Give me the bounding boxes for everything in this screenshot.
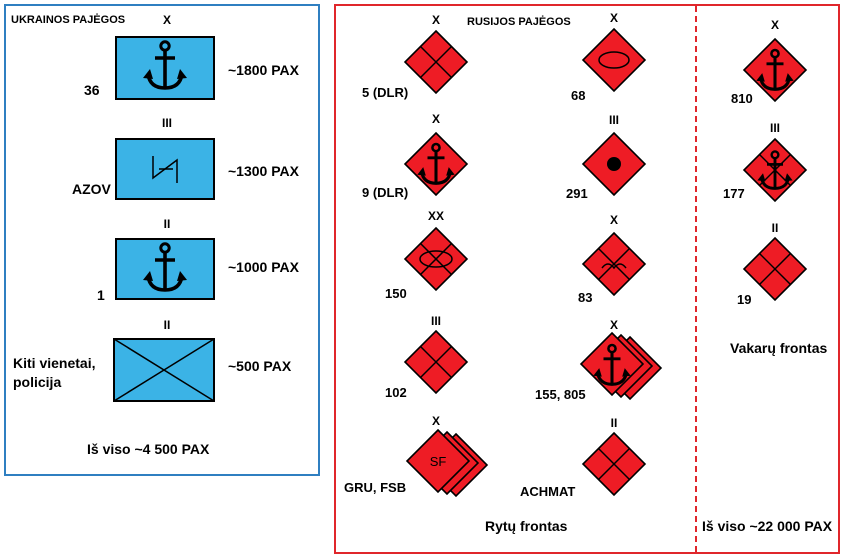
ua-unit-1-symbol <box>115 238 215 300</box>
ua-unit-36-strength: ~1800 PAX <box>228 62 299 78</box>
infantry-cross-icon <box>597 447 631 481</box>
ua-unit-other-label-line2: policija <box>13 374 62 390</box>
ukraine-forces-panel <box>4 4 320 476</box>
russia-total: Iš viso ~22 000 PAX <box>702 518 833 534</box>
ru-unit-grufsb-label: GRU, FSB <box>344 480 407 495</box>
ua-unit-other-label: Kiti vienetai, <box>13 355 96 371</box>
ru-unit-68-label: 68 <box>571 88 586 103</box>
infantry-anchor-icon <box>755 150 795 190</box>
russia-forces-panel <box>334 4 840 554</box>
ru-unit-achmat-echelon: II <box>610 416 618 430</box>
ru-unit-68-symbol <box>580 26 648 94</box>
ru-unit-83-echelon: X <box>609 213 618 227</box>
ua-unit-1-strength: ~1000 PAX <box>228 259 299 275</box>
airborne-icon <box>597 247 631 281</box>
east-front-label: Rytų frontas <box>485 518 568 534</box>
ua-unit-1-label: 1 <box>97 287 105 303</box>
ru-unit-102-symbol <box>402 328 470 396</box>
ua-unit-azov-symbol <box>115 138 215 200</box>
ru-unit-150-echelon: XX <box>427 209 444 223</box>
svg-text:SF: SF <box>430 454 447 469</box>
ru-unit-9dlr-symbol <box>402 130 470 198</box>
ru-unit-177-symbol <box>741 136 809 204</box>
ukraine-total: Iš viso ~4 500 PAX <box>87 441 210 457</box>
front-divider <box>695 6 697 552</box>
ua-unit-azov-label: AZOV <box>72 181 111 197</box>
ua-unit-36-echelon: X <box>162 13 171 27</box>
ru-unit-19-echelon: II <box>771 221 779 235</box>
artillery-dot-icon <box>607 157 621 171</box>
ua-unit-other-strength: ~500 PAX <box>228 358 292 374</box>
ru-unit-155-echelon: X <box>609 318 618 332</box>
ru-unit-19-label: 19 <box>737 292 752 307</box>
ru-unit-9dlr-label: 9 (DLR) <box>362 185 409 200</box>
ua-unit-36-symbol <box>115 36 215 100</box>
ru-unit-19-symbol <box>741 235 809 303</box>
west-front-label: Vakarų frontas <box>730 340 828 356</box>
ru-unit-177-echelon: III <box>769 121 780 135</box>
ua-unit-azov-echelon: III <box>161 116 172 130</box>
ru-unit-291-symbol <box>580 130 648 198</box>
ukraine-title: UKRAINOS PAJĖGOS <box>11 14 126 26</box>
ru-unit-810-label: 810 <box>731 91 753 106</box>
ru-unit-102-label: 102 <box>385 385 407 400</box>
ru-unit-150-label: 150 <box>385 286 407 301</box>
ru-unit-150-symbol <box>402 225 470 293</box>
ru-unit-5dlr-label: 5 (DLR) <box>362 85 409 100</box>
ru-unit-177-label: 177 <box>723 186 745 201</box>
armor-oval-icon <box>598 51 630 69</box>
russia-title: RUSIJOS PAJĖGOS <box>467 16 571 28</box>
mechanized-icon <box>419 242 453 276</box>
stacked-special-forces-icon: SF <box>406 429 488 497</box>
wolfsangel-icon <box>152 156 178 183</box>
ru-unit-68-echelon: X <box>609 11 618 25</box>
ru-unit-291-echelon: III <box>608 113 619 127</box>
infantry-cross-icon <box>419 345 453 379</box>
ua-unit-other-symbol <box>113 338 215 402</box>
ru-unit-155-label: 155, 805 <box>535 387 586 402</box>
ru-unit-291-label: 291 <box>566 186 588 201</box>
ua-unit-36-label: 36 <box>84 82 100 98</box>
ua-unit-other-echelon: II <box>163 318 171 332</box>
ru-unit-5dlr-echelon: X <box>431 13 440 27</box>
ru-unit-5dlr-symbol <box>402 28 470 96</box>
ru-unit-achmat-label: ACHMAT <box>520 484 576 499</box>
infantry-cross-icon <box>419 45 453 79</box>
ua-unit-1-echelon: II <box>163 217 171 231</box>
ru-unit-9dlr-echelon: X <box>431 112 440 126</box>
ua-unit-azov-strength: ~1300 PAX <box>228 163 299 179</box>
ru-unit-grufsb-echelon: X <box>431 414 440 428</box>
ru-unit-achmat-symbol <box>580 430 648 498</box>
ru-unit-83-symbol <box>580 230 648 298</box>
ru-unit-102-echelon: III <box>430 314 441 328</box>
ru-unit-810-echelon: X <box>770 18 779 32</box>
ru-unit-grufsb-symbol: SF <box>392 425 502 503</box>
infantry-cross-icon <box>758 252 792 286</box>
cross-icon <box>113 338 215 402</box>
ru-unit-83-label: 83 <box>578 290 593 305</box>
